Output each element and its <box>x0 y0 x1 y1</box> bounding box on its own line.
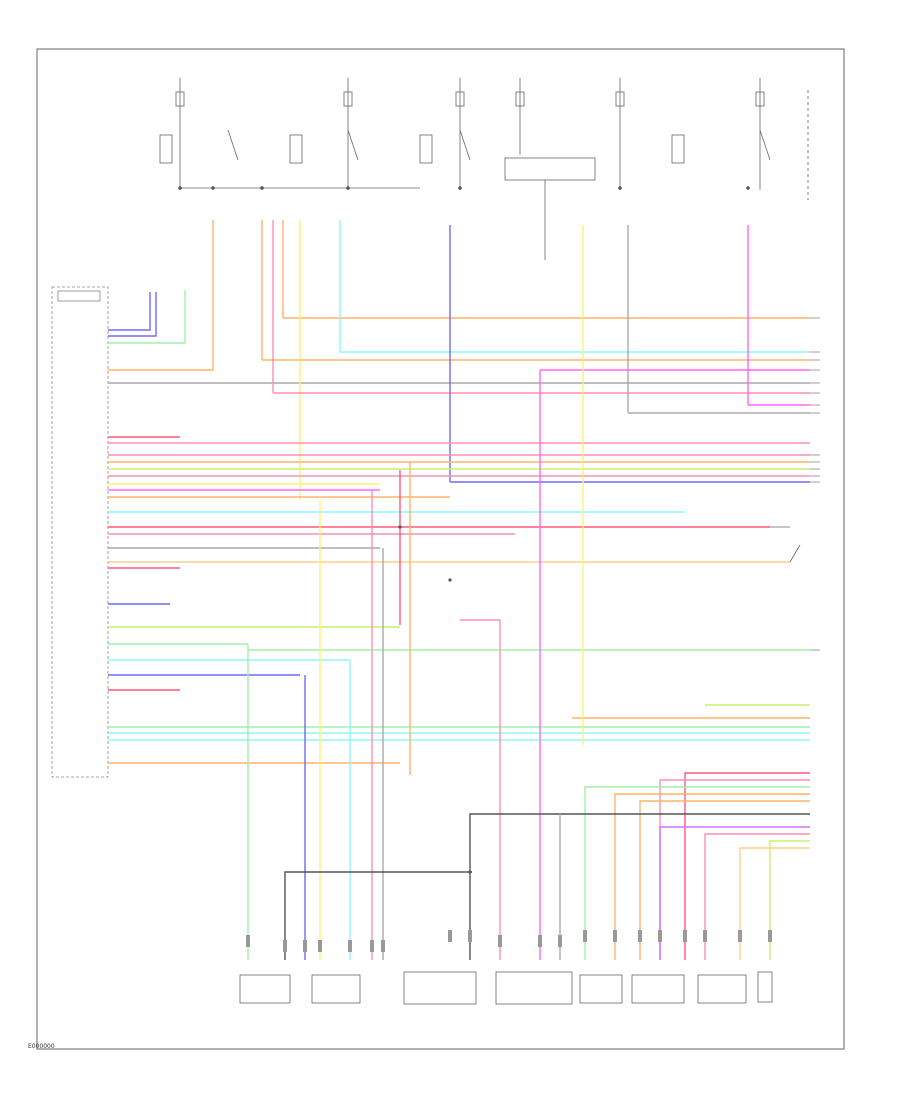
right-terminals <box>810 317 820 651</box>
sensor-box-5 <box>579 974 623 1004</box>
sensor-box-2 <box>311 974 361 1004</box>
ecm-connector <box>51 286 109 778</box>
diagram-code: E000000 <box>28 1043 55 1050</box>
sensor-connectors <box>246 930 772 952</box>
harness-wires <box>108 220 810 960</box>
sensor-components <box>239 971 773 1005</box>
switch-symbol <box>770 526 801 563</box>
sensor-box-6 <box>631 974 685 1004</box>
sensor-box-8 <box>757 971 773 1003</box>
splice-points <box>178 186 750 874</box>
top-power-distribution <box>159 78 809 260</box>
sensor-box-7 <box>697 974 747 1004</box>
sensor-box-4 <box>495 971 573 1005</box>
sensor-box-3 <box>403 971 477 1005</box>
sensor-box-1 <box>239 974 291 1004</box>
diagram-frame <box>36 48 845 1050</box>
